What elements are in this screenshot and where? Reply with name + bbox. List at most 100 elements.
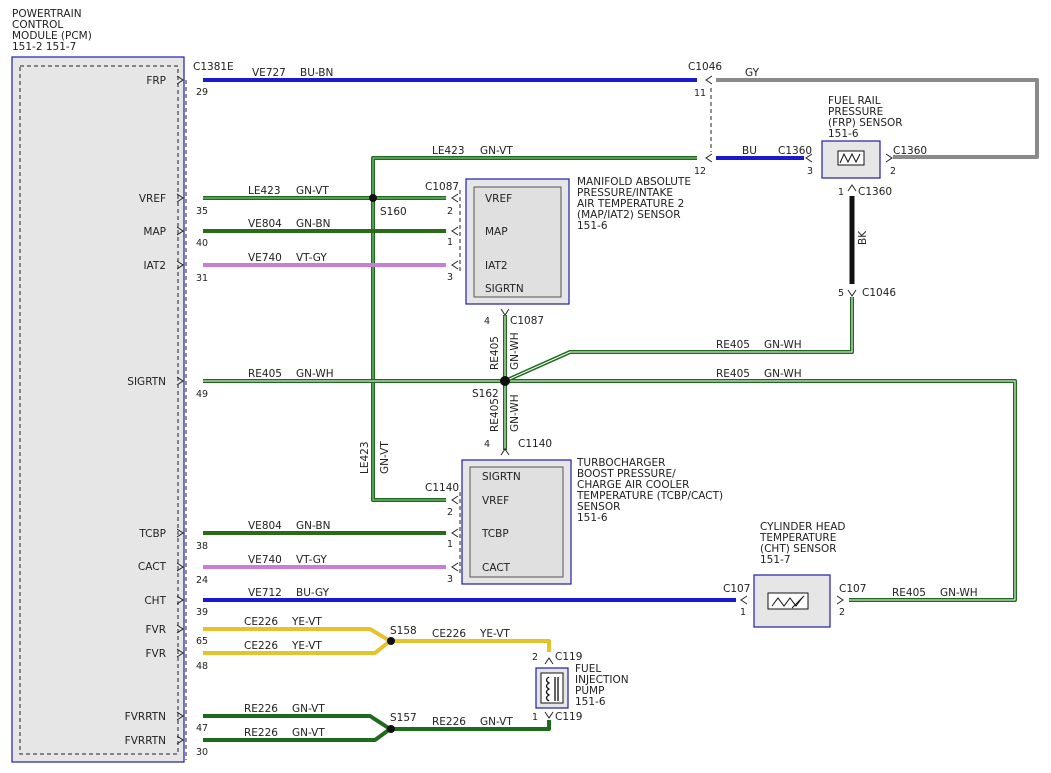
wire-color: GN-WH xyxy=(764,368,802,380)
splice-s162 xyxy=(500,376,510,386)
sensor-title: BOOST PRESSURE/ xyxy=(577,468,676,480)
wire-color: GN-VT xyxy=(292,703,325,715)
pin-number: 3 xyxy=(807,166,813,177)
connector-arrow-icon xyxy=(705,75,713,85)
pcm-connector-arrows xyxy=(176,75,184,745)
sensor-title: 151-7 xyxy=(760,554,791,566)
pcm-pin-number: 30 xyxy=(196,747,208,758)
connector-label: C119 xyxy=(555,711,582,723)
sensor-title: SENSOR xyxy=(577,501,620,513)
frp-sensor: FUEL RAIL PRESSURE (FRP) SENSOR 151-6 C1… xyxy=(778,95,927,198)
wire-color: BU-BN xyxy=(300,67,333,79)
connector-label: C107 xyxy=(723,583,750,595)
connector-arrow-icon xyxy=(176,75,184,85)
wire-circuit: LE423 xyxy=(248,185,281,197)
connector-arrow-icon xyxy=(176,193,184,203)
pin-number: 1 xyxy=(740,607,746,618)
pin-number: 2 xyxy=(839,607,845,618)
wire-circuit: VE712 xyxy=(248,587,282,599)
pcm-box xyxy=(11,56,185,763)
wire-circuit: VE740 xyxy=(248,252,282,264)
pcm-connector-label: C1381E xyxy=(193,61,234,73)
wire-circuit: RE405 xyxy=(716,339,750,351)
coil-symbol xyxy=(545,676,551,702)
wire-color: YE-VT xyxy=(291,640,322,652)
pin-number: 2 xyxy=(447,507,453,518)
sensor-title: (FRP) SENSOR xyxy=(828,117,903,129)
pcm-inner-dashed xyxy=(19,65,179,755)
pcm-title-4: 151-2 151-7 xyxy=(12,41,76,53)
pcm-pins: FRP 29 VREF 35 MAP 40 IAT2 31 SIGRTN 49 … xyxy=(125,75,208,758)
sensor-pin-label: IAT2 xyxy=(485,260,508,272)
wire-circuit: VE804 xyxy=(248,520,282,532)
pin-number: 2 xyxy=(890,166,896,177)
pin-number: 1 xyxy=(447,237,453,248)
pcm-pin-number: 65 xyxy=(196,636,208,647)
sensor-symbol xyxy=(839,152,861,164)
wire-color: GN-VT xyxy=(480,716,513,728)
splices: S160 S162 S158 S157 xyxy=(369,194,510,733)
cht-sensor: CYLINDER HEAD TEMPERATURE (CHT) SENSOR 1… xyxy=(723,521,866,628)
connector-label: C1360 xyxy=(858,186,892,198)
connector-arrow-icon xyxy=(836,595,844,605)
wire-color: YE-VT xyxy=(479,628,510,640)
splice-s160 xyxy=(369,194,377,202)
pin-number: 1 xyxy=(447,539,453,550)
connector-arrow-icon xyxy=(176,735,184,745)
pcm-pin-number: 31 xyxy=(196,273,208,284)
thermistor-arrow xyxy=(791,595,805,609)
pin-number: 2 xyxy=(532,652,538,663)
connector-arrow-icon xyxy=(847,289,857,297)
wire-circuit: CE226 xyxy=(244,640,278,652)
wire-circuit: RE226 xyxy=(244,727,278,739)
pcm-pin-label: FRP xyxy=(146,75,166,87)
connector-arrow-icon xyxy=(544,711,554,719)
wire-circuit: RE405 xyxy=(489,398,501,432)
sensor-title: 151-6 xyxy=(577,220,608,232)
pump-title: INJECTION xyxy=(575,674,629,686)
pcm-pin-label: MAP xyxy=(143,226,166,238)
connector-arrow-icon xyxy=(176,648,184,658)
wire-color: GN-WH xyxy=(509,394,521,432)
sensor-pin-label: VREF xyxy=(485,193,512,205)
wire-color: GN-VT xyxy=(379,441,391,474)
connector-label: C1360 xyxy=(893,145,927,157)
wire-circuit: CE226 xyxy=(244,616,278,628)
wire-color: BU xyxy=(742,145,757,157)
wire-circuit: LE423 xyxy=(432,145,465,157)
sensor-pin-label: CACT xyxy=(482,562,511,574)
pin-number: 12 xyxy=(694,166,706,177)
wire-frp-gy xyxy=(716,78,1039,159)
thermistor-symbol xyxy=(771,597,803,607)
map-iat2-sensor: MANIFOLD ABSOLUTE PRESSURE/INTAKE AIR TE… xyxy=(425,176,691,327)
pcm-pin-label: IAT2 xyxy=(143,260,166,272)
wire-color: GN-WH xyxy=(940,587,978,599)
wire-circuit: VE804 xyxy=(248,218,282,230)
wire-circuit: VE740 xyxy=(248,554,282,566)
connector-label: C1140 xyxy=(425,482,459,494)
sensor-title: CYLINDER HEAD xyxy=(760,521,846,533)
sensor-pin-label: VREF xyxy=(482,495,509,507)
sensor-title: TURBOCHARGER xyxy=(576,457,665,469)
wire-color: VT-GY xyxy=(296,252,327,264)
pcm-pin-number: 24 xyxy=(196,575,208,586)
pcm-title-1: POWERTRAIN xyxy=(12,8,82,20)
connector-arrow-icon xyxy=(544,657,554,665)
wire-color: VT-GY xyxy=(296,554,327,566)
wire-sigrtn-frp-stripe xyxy=(504,297,853,382)
pcm-pin-number: 39 xyxy=(196,607,208,618)
connector-arrow-icon xyxy=(451,562,459,572)
pcm-pin-label: FVR xyxy=(145,648,166,660)
wire-labels: VE727 BU-BN GY BU LE423 GN-VT LE423 GN-V… xyxy=(244,67,978,739)
wire-circuit: VE727 xyxy=(252,67,286,79)
wire-color: GN-VT xyxy=(296,185,329,197)
sensor-pin-label: SIGRTN xyxy=(485,283,524,295)
pin-number: 5 xyxy=(838,288,844,299)
pump-title: 151-6 xyxy=(575,696,606,708)
splice-label: S160 xyxy=(380,206,407,218)
wire-circuit: RE226 xyxy=(432,716,466,728)
connector-label: C1087 xyxy=(510,315,544,327)
connector-arrow-icon xyxy=(885,153,893,163)
pump-title: PUMP xyxy=(575,685,604,697)
connector-arrow-icon xyxy=(176,226,184,236)
